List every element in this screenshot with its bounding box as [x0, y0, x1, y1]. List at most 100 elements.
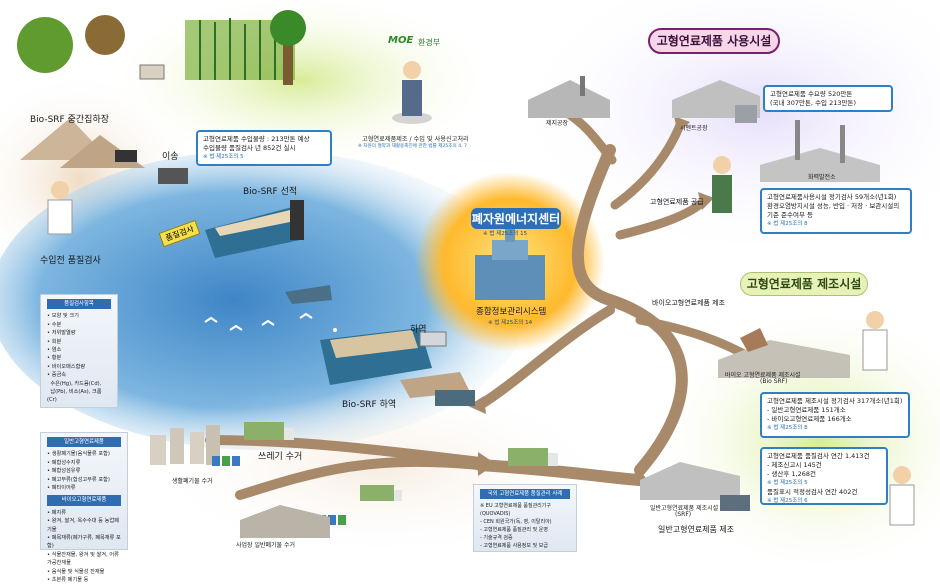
overseas-case-box: 국외 고형연료제품 품질관리 사례 ※ EU 고형연료제품 품질관리기구 (QU…	[473, 484, 577, 552]
use-inspection-line-2: 환경오염방지시설 성능, 반입 · 저장 · 보관시설의	[767, 202, 900, 210]
unloading-label: 하역	[410, 325, 427, 335]
quality-panel-title: 품질검사항목	[47, 299, 111, 310]
mfg-inspection-line-1: 고형연료제품 제조시설 정기검사 317개소(년1회)	[767, 397, 903, 405]
import-line-2: 수입물량 품질검사 년 852건 실시	[203, 144, 296, 152]
quality-line-2: - 제조신고시 145건	[767, 461, 822, 469]
arrowhead-cement	[674, 116, 690, 134]
cargo-ship-loading	[205, 200, 304, 258]
quality-item: • 수분	[47, 321, 62, 328]
quality-inspection-box: 고형연료제품 품질검사 연간 1,413건 - 제조신고시 145건 - 생산후…	[760, 447, 888, 505]
mfg-inspection-box: 고형연료제품 제조시설 정기검사 317개소(년1회) - 일반고형연료제품 1…	[760, 392, 910, 438]
quality-items-panel: 품질검사항목 • 모양 및 크기 • 수분 • 저위발열량 • 회분 • 염소 …	[40, 294, 118, 408]
quality-item: • 황분	[47, 355, 62, 362]
quality-ref-2: ※ 법 제25조의 6	[767, 498, 808, 504]
use-inspection-line-3: 기준 준수여부 등	[767, 211, 813, 219]
bio-plant-label: 바이오 고형연료제품 제조시설	[725, 372, 801, 379]
scientist-figure	[889, 466, 915, 526]
paper-mill	[528, 76, 610, 118]
demand-line-1: 고형연료제품 수요량 520만톤	[770, 90, 853, 98]
bio-srf-title: 바이오고형연료제품	[47, 495, 121, 506]
paper-mill-label: 제지공장	[546, 120, 569, 127]
arrow-household	[205, 435, 485, 467]
bio-srf-plant	[718, 328, 850, 378]
material-item: • 폐합성섬유류	[47, 468, 81, 475]
material-item: • 폐타이어류	[47, 485, 76, 492]
arrow-trunk	[571, 144, 688, 476]
demand-line-2: (국내 307만톤, 수입 213만톤)	[770, 99, 856, 107]
cement-plant	[672, 80, 760, 123]
quality-item: 납(Pb), 비소(As), 크롬(Cr)	[47, 389, 102, 404]
ship-loading-label: Bio-SRF 선적	[243, 187, 298, 197]
quality-ref-1: ※ 법 제25조의 5	[767, 480, 808, 486]
quality-item: • 모양 및 크기	[47, 313, 79, 320]
business-label: 사업장 일반폐기물 수거	[236, 542, 296, 549]
ship-at-sea	[285, 285, 337, 332]
general-mfg-label: 일반고형연료제품 제조	[658, 525, 735, 534]
mfg-inspection-line-2: - 일반고형연료제품 151개소	[767, 406, 846, 414]
overseas-line-5: - 고형연료제품 사용정보 및 보급	[480, 543, 548, 549]
bio-plant-sub: (Bio SRF)	[760, 378, 788, 385]
material-item: • 왕겨, 쌀겨, 옥수수대 등 농업폐기물	[47, 518, 119, 533]
quality-item: • 저위발열량	[47, 330, 76, 337]
import-info-box: 고형연료제품 수입물량 : 213만톤 예상 수입물량 품질검사 년 852건 …	[196, 130, 332, 166]
general-plant-sub: (SRF)	[675, 511, 692, 518]
quality-item: • 중금속	[47, 372, 67, 379]
quality-line-4: 품질표시 적정성검사 연간 402건	[767, 488, 858, 496]
manufacture-header: 고형연료제품 제조시설	[740, 272, 868, 296]
household-label: 생활폐기물 수거	[172, 478, 213, 485]
bio-srf-yard-label: Bio-SRF 중간집하장	[30, 115, 109, 125]
mfg-inspection-ref: ※ 법 제25조의 8	[767, 425, 808, 431]
power-plant-label: 화력발전소	[808, 174, 836, 181]
general-srf-title: 일반고형연료제품	[47, 437, 121, 448]
center-subtitle: 종합정보관리시스템	[476, 307, 547, 317]
import-inspection-label: 수입전 품질검사	[40, 256, 101, 266]
material-item: • 생활폐기물(음식물류 포함)	[47, 451, 110, 458]
official-figure	[392, 61, 432, 124]
quality-item: • 염소	[47, 347, 62, 354]
center-ref-top: ※ 법 제25조의 15	[483, 231, 528, 237]
use-inspection-ref: ※ 법 제25조의 8	[767, 221, 808, 227]
overseas-title: 국외 고형연료제품 품질관리 사례	[480, 489, 570, 499]
arrow-to-unload	[475, 305, 615, 410]
use-facility-header: 고형연료제품 사용시설	[648, 28, 780, 54]
general-srf-plant	[640, 462, 750, 511]
waste-collection-label: 쓰레기 수거	[258, 452, 303, 462]
material-item: • 폐합성수지류	[47, 459, 81, 466]
import-ref: ※ 법 제25조의 5	[203, 154, 244, 160]
overseas-line-3: - 고형연료제품 품질관리 및 운영	[480, 527, 548, 533]
arrowhead-srf	[478, 452, 496, 476]
arrow-to-cement	[610, 120, 685, 210]
seagulls	[204, 312, 313, 331]
manufacture-figure	[862, 311, 888, 371]
supply-label: 고형연료제품 공급	[650, 198, 704, 206]
general-plant-label: 일반고형연료제품 제조시설	[650, 505, 719, 512]
quality-line-3: - 생산후 1,268건	[767, 470, 817, 478]
arrowhead-power	[698, 192, 714, 210]
cargo-ship-unloading	[320, 328, 475, 406]
overseas-line-1: ※ EU 고형연료제품 품질관리기구 (QUOVADIS)	[480, 503, 551, 517]
quality-line-1: 고형연료제품 품질검사 연간 1,413건	[767, 452, 870, 460]
srf-materials-panel: 일반고형연료제품 • 생활폐기물(음식물류 포함) • 폐합성수지류 • 폐합성…	[40, 432, 128, 583]
center-title: 폐자원에너지센터	[471, 208, 561, 229]
overseas-line-4: - 기술규격 검증	[480, 535, 513, 541]
use-inspection-line-1: 고형연료제품사용시설 정기검사 59개소(년1회)	[767, 193, 897, 201]
center-ref-bottom: ※ 법 제25조의 14	[488, 320, 533, 326]
material-item: • 식물잔재물, 왕겨 및 쌀겨, 어류가공잔재물	[47, 551, 119, 567]
waste-trucks	[244, 422, 558, 501]
power-plant	[760, 120, 880, 182]
bio-supply-label: 바이오고형연료제품 제조	[652, 299, 726, 307]
supply-figure	[712, 156, 732, 213]
quality-item: • 바이오매스함량	[47, 363, 86, 370]
sawdust-piles	[20, 118, 188, 184]
center-building	[475, 228, 545, 300]
quality-item: 수은(Hg), 카드뮴(Cd),	[50, 380, 102, 387]
ministry-logo: MOE	[388, 35, 414, 46]
inspector-figure	[47, 181, 73, 235]
material-item: • 폐목재류(폐가구류, 폐목재류 포함)	[47, 535, 121, 550]
use-inspection-box: 고형연료제품사용시설 정기검사 59개소(년1회) 환경오염방지시설 성능, 반…	[760, 188, 912, 234]
material-item: • 음식물 및 식물성 잔재물	[47, 568, 105, 575]
arrowhead-unload	[468, 396, 486, 414]
plantation	[17, 10, 306, 85]
material-item: • 폐고무류(합성고무류 포함)	[47, 476, 110, 483]
mfg-inspection-line-3: - 바이오고형연료제품 166개소	[767, 415, 852, 423]
